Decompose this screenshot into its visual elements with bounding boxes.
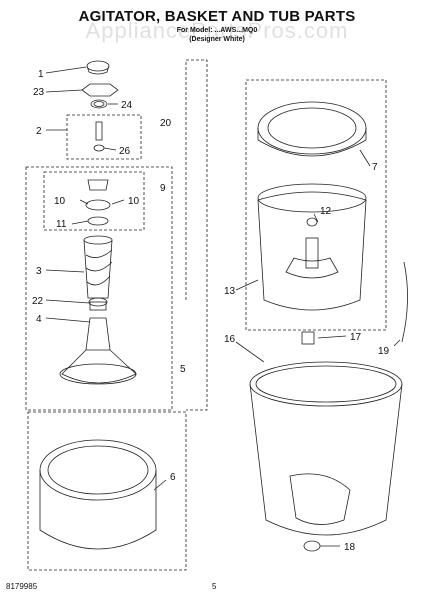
- callout-17: 17: [350, 332, 362, 343]
- outer-tub-part: [249, 361, 403, 536]
- callout-2: 2: [36, 126, 42, 137]
- callout-20: 20: [160, 118, 172, 129]
- hose-19-part: [401, 261, 408, 343]
- drain-18-part: [303, 540, 321, 552]
- agitator-auger-part: [83, 235, 113, 299]
- page-title: AGITATOR, BASKET AND TUB PARTS: [78, 8, 356, 25]
- group-box-5: [27, 411, 187, 571]
- nut-12-part: [306, 217, 318, 227]
- cap-seal-parts: [81, 83, 119, 109]
- connector-line: [185, 59, 208, 411]
- callout-13: 13: [224, 286, 236, 297]
- callout-labels: 1 23 24 2 26 20 9 10 10 11 3 22 4 5 6 7 …: [32, 69, 390, 553]
- callout-1: 1: [38, 69, 44, 80]
- callout-12: 12: [320, 206, 332, 217]
- callout-11: 11: [56, 219, 67, 230]
- group-box-7: [245, 79, 387, 331]
- wash-basket-part: [257, 183, 367, 311]
- group-box-2: [66, 114, 142, 160]
- callout-18: 18: [344, 542, 356, 553]
- watermark: AppliancePartsPros.com: [85, 18, 349, 43]
- callout-3: 3: [36, 266, 42, 277]
- group-box-9: [43, 171, 145, 231]
- callout-16: 16: [224, 334, 236, 345]
- doc-number: 8179985: [6, 582, 38, 591]
- callout-10-left: 10: [54, 196, 66, 207]
- agitator-bolt-part: [93, 121, 105, 152]
- callout-24: 24: [121, 100, 133, 111]
- callout-6: 6: [170, 472, 176, 483]
- group-box-20: [25, 166, 173, 411]
- callout-9: 9: [160, 183, 166, 194]
- designer-line: (Designer White): [189, 36, 245, 43]
- agitator-base-part: [59, 317, 137, 385]
- drive-block-part: [88, 297, 108, 311]
- callout-4: 4: [36, 314, 42, 325]
- callout-23: 23: [33, 87, 45, 98]
- agitator-dogs-part: [85, 179, 111, 226]
- callout-26: 26: [119, 146, 131, 157]
- callout-10-right: 10: [128, 196, 140, 207]
- model-line: For Model: ...AWS...MQ0: [176, 27, 258, 34]
- agitator-cap-part: [86, 60, 110, 75]
- balance-ring-part: [257, 101, 367, 157]
- callout-19: 19: [378, 346, 390, 357]
- page-number: 5: [212, 582, 217, 591]
- callout-7: 7: [372, 162, 378, 173]
- hub-17-part: [301, 331, 315, 345]
- callout-5: 5: [180, 364, 186, 375]
- tub-ring-part: [39, 439, 157, 550]
- callout-22: 22: [32, 296, 44, 307]
